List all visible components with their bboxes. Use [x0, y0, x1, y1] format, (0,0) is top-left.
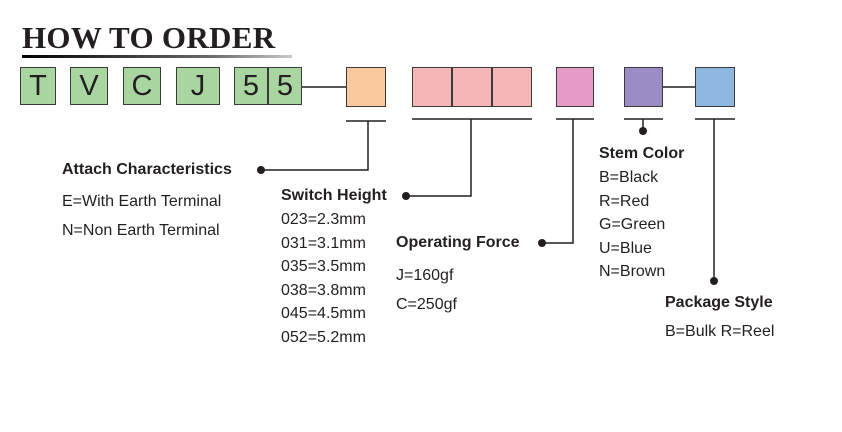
package-placeholder-box: [695, 67, 735, 107]
package-option: B=Bulk R=Reel: [665, 323, 775, 340]
package-options: B=Bulk R=Reel: [665, 320, 774, 344]
force-leader-dot: [538, 239, 546, 247]
height-option: 038=3.8mm: [281, 281, 366, 299]
height-placeholder-box-2: [452, 67, 492, 107]
stem-option: R=Red: [599, 192, 650, 210]
attach-options: E=With Earth Terminal N=Non Earth Termin…: [62, 187, 221, 245]
stem-options: B=Black R=Red G=Green U=Blue N=Brown: [599, 166, 665, 284]
height-heading: Switch Height: [281, 187, 387, 204]
height-placeholder-box-1: [412, 67, 452, 107]
force-option: C=250gf: [396, 296, 457, 313]
height-options: 023=2.3mm 031=3.1mm 035=3.5mm 038=3.8mm …: [281, 208, 366, 350]
attach-option: E=With Earth Terminal: [62, 193, 222, 210]
height-option: 045=4.5mm: [281, 305, 366, 323]
stem-leader-dot: [639, 127, 647, 135]
stem-option: B=Black: [599, 169, 659, 186]
height-option: 031=3.1mm: [281, 234, 366, 252]
attach-leader: [262, 121, 369, 171]
force-placeholder-box: [556, 67, 594, 107]
stem-heading: Stem Color: [599, 145, 685, 162]
attach-option: N=Non Earth Terminal: [62, 222, 220, 239]
force-heading: Operating Force: [396, 234, 520, 251]
height-leader: [405, 119, 472, 197]
height-leader-dot: [402, 192, 410, 200]
code-letter-c: C: [123, 67, 161, 105]
attach-heading: Attach Characteristics: [62, 161, 232, 178]
package-leader-dot: [710, 277, 718, 285]
height-option: 035=3.5mm: [281, 258, 366, 276]
attach-leader-dot: [257, 166, 265, 174]
force-leader: [542, 119, 574, 244]
force-option: J=160gf: [396, 267, 454, 284]
package-heading: Package Style: [665, 294, 773, 311]
code-digit-5-second: 5: [268, 67, 302, 105]
force-options: J=160gf C=250gf: [396, 261, 457, 319]
stem-option: N=Brown: [599, 263, 666, 281]
code-letter-t: T: [20, 67, 56, 105]
title-underline: [22, 55, 292, 58]
page-title: HOW TO ORDER: [22, 20, 276, 55]
code-digit-5-first: 5: [234, 67, 268, 105]
stem-option: G=Green: [599, 216, 666, 234]
stem-placeholder-box: [624, 67, 663, 107]
height-option: 052=5.2mm: [281, 328, 366, 346]
height-placeholder-box-3: [492, 67, 532, 107]
code-letter-v: V: [70, 67, 108, 105]
attach-placeholder-box: [346, 67, 386, 107]
height-option: 023=2.3mm: [281, 211, 366, 228]
code-letter-j: J: [176, 67, 220, 105]
stem-option: U=Blue: [599, 239, 652, 257]
